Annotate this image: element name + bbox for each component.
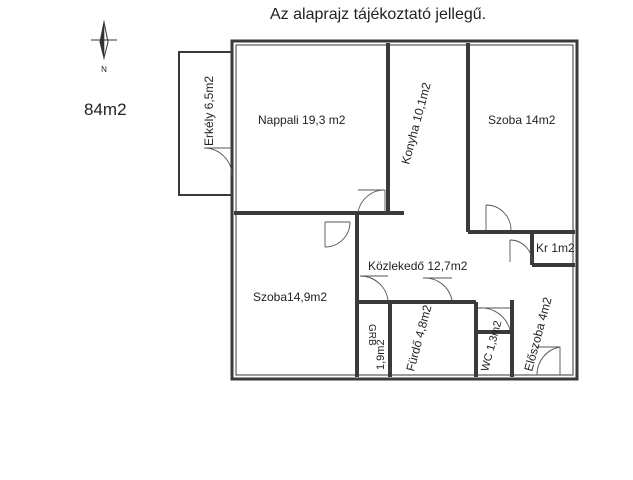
- room-label-living: Nappali 19,3 m2: [258, 113, 346, 127]
- room-label-room1: Szoba 14m2: [488, 113, 556, 127]
- room-label-closet-a: GRB: [366, 324, 377, 346]
- interior-walls: [234, 43, 575, 377]
- room-label-storage: Kr 1m2: [536, 241, 575, 255]
- room-label-room2: Szoba14,9m2: [253, 290, 327, 304]
- total-area-label: 84m2: [84, 100, 127, 119]
- compass-north-arrow-icon: N: [91, 20, 117, 74]
- room-label-hall: Előszoba 4m2: [521, 295, 554, 372]
- room-label-balcony: Erkély 6,5m2: [202, 76, 216, 146]
- room-label-kitchen: Konyha 10,1m2: [398, 81, 433, 166]
- outer-walls: [230, 39, 579, 381]
- compass-north-label: N: [101, 65, 107, 74]
- disclaimer-note: Az alaprajz tájékoztató jellegű.: [270, 6, 487, 23]
- room-label-wc: WC 1,3m2: [479, 319, 504, 372]
- room-label-closet-b: 1,9m2: [375, 339, 387, 370]
- room-label-bathroom: Fürdő 4,8m2: [403, 303, 434, 373]
- room-label-corridor: Közlekedő 12,7m2: [368, 259, 468, 273]
- doors: [203, 147, 561, 376]
